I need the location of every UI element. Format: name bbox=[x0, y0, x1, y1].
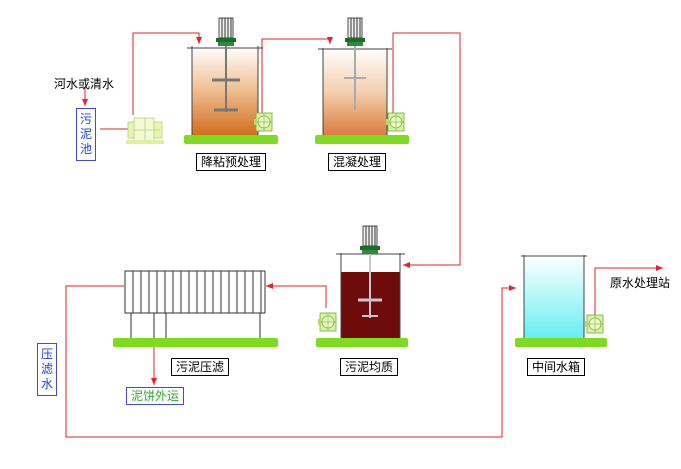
base-plate bbox=[316, 338, 408, 347]
pipe-to-raw-station bbox=[594, 265, 663, 320]
motor-icon bbox=[344, 17, 366, 47]
pump-icon bbox=[385, 112, 405, 132]
coagulation-tank bbox=[315, 17, 409, 144]
coagulation-label: 混凝处理 bbox=[328, 153, 387, 171]
motor-icon bbox=[359, 225, 381, 255]
filtrate-label: 压滤水 bbox=[37, 343, 57, 396]
pump-icon bbox=[253, 112, 273, 132]
sludge-pool-label: 污泥池 bbox=[76, 108, 96, 161]
river-water-label: 河水或清水 bbox=[54, 77, 115, 91]
base-plate bbox=[315, 135, 409, 144]
pipe-filter-to-return bbox=[65, 285, 516, 438]
filter-press-icon bbox=[113, 270, 278, 347]
homogenization-tank bbox=[316, 225, 408, 347]
cake-out-label: 泥饼外运 bbox=[126, 387, 185, 405]
intermediate-tank bbox=[515, 255, 607, 347]
base-plate bbox=[184, 135, 278, 144]
filter-press-label: 污泥压滤 bbox=[171, 358, 230, 376]
base-plate bbox=[113, 338, 278, 347]
pump-icon bbox=[317, 312, 337, 332]
intermediate-tank-label: 中间水箱 bbox=[527, 358, 586, 376]
pipe-to-homogenization bbox=[392, 32, 461, 268]
pre-treatment-label: 降粘预处理 bbox=[196, 153, 267, 171]
pool-pump bbox=[126, 117, 164, 144]
raw-water-station-label: 原水处理站 bbox=[610, 276, 671, 290]
pump-icon bbox=[584, 314, 604, 334]
pipe-to-coagulation bbox=[261, 37, 333, 118]
pipe-to-filter-press bbox=[266, 283, 327, 308]
pre-treatment-tank bbox=[184, 17, 278, 144]
base-plate bbox=[515, 338, 607, 347]
pipe-to-pre-treatment bbox=[132, 32, 202, 115]
motor-icon bbox=[215, 17, 237, 47]
homogenization-label: 污泥均质 bbox=[340, 358, 399, 376]
pipes bbox=[65, 32, 663, 438]
